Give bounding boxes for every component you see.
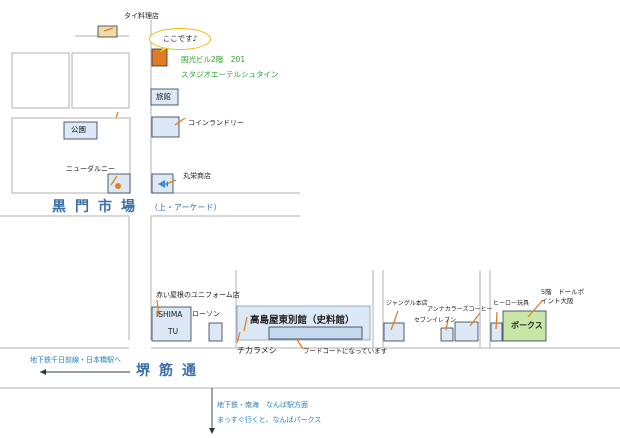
marker-foodcourt — [295, 337, 304, 350]
arrow-down-icon — [209, 428, 215, 434]
animate-coffee-building — [454, 321, 479, 342]
marker-animate — [469, 312, 481, 327]
marker-volks — [527, 299, 544, 318]
label-park: 公園 — [71, 125, 86, 134]
label-ryokan: 旅館 — [156, 92, 171, 101]
label-chikarameshi: チカラメシ — [237, 346, 277, 355]
volks-building — [502, 310, 547, 342]
marker-park — [115, 111, 119, 119]
marker-hero — [495, 311, 498, 330]
park-box — [63, 121, 98, 140]
label-takashimaya: 高島屋東別館（史料館） — [250, 315, 355, 326]
fish-icon — [158, 180, 168, 188]
street-kuromon: 黒門市場 — [52, 199, 144, 215]
label-jungle: ジャングル本店 — [386, 300, 428, 307]
marker-ishimatsu — [156, 299, 160, 317]
coin-laundry-building — [151, 116, 180, 138]
label-target-building: 国光ビル2階 201 — [181, 55, 246, 64]
marker-jungle — [390, 310, 399, 331]
block-nw-1 — [11, 52, 70, 109]
label-kuromon-note: （上・アーケード） — [150, 203, 222, 212]
label-ishimatsu-2: TU — [168, 327, 179, 336]
here-bubble: ここです♪ — [149, 28, 211, 50]
label-ishimatsu-1: ISHIMA — [156, 310, 183, 319]
block-park — [11, 117, 131, 194]
marker-laundry — [174, 117, 186, 126]
label-uniform-shop: 赤い屋根のユニフォーム店 — [156, 291, 240, 299]
takashimaya-inner — [268, 326, 363, 340]
city-blocks — [0, 20, 620, 389]
target-building-kokko — [151, 48, 168, 67]
label-thai: タイ料理店 — [124, 12, 159, 20]
street-sakaisuji: 堺筋通 — [136, 363, 205, 379]
label-hero-toys: ヒーロー玩具 — [493, 300, 530, 307]
road-left-edge-east-block — [150, 20, 300, 194]
label-volks: ボークス — [511, 321, 543, 330]
label-osaka: イント大阪 — [541, 297, 574, 305]
block-nw-2 — [71, 52, 130, 109]
label-subway-left: 地下鉄千日前線・日本橋駅へ — [30, 356, 121, 364]
label-food-court: フードコートになっています — [303, 347, 388, 355]
ryokan-building — [150, 88, 179, 106]
seven-eleven-building — [440, 327, 454, 342]
label-subway-down-1: 地下鉄・南海 なんば駅方面 — [217, 401, 308, 409]
jungle-building — [383, 322, 405, 342]
label-animate-coffee: アンナカラーズコーヒー — [427, 306, 493, 313]
label-5f-dollpoint: 5階 ドールポ — [541, 288, 585, 296]
marker-darunii — [110, 175, 118, 186]
label-lawson: ローソン — [192, 310, 220, 318]
label-seven-eleven: セブンイレブン — [414, 317, 457, 324]
arrow-left-icon — [40, 369, 46, 375]
marker-takashimaya — [243, 316, 248, 332]
label-coin-laundry: コインランドリー — [188, 119, 244, 127]
label-new-darunii: ニューダルニー — [66, 165, 115, 173]
dot-icon — [115, 183, 121, 189]
label-marumi: 丸栄商店 — [183, 172, 211, 180]
marker-chikarameshi — [236, 331, 241, 344]
marker-thai — [103, 27, 114, 32]
thai-restaurant-building — [97, 25, 118, 38]
road-kuromon-south-east — [150, 215, 300, 340]
lawson-building — [208, 322, 223, 342]
marker-seven — [445, 318, 449, 331]
label-subway-down-2: まっすぐ行くと、なんばパークス — [217, 416, 322, 424]
label-studio: スタジオエーテルシュタイン — [181, 70, 279, 79]
road-kuromon-south-west — [0, 215, 130, 340]
